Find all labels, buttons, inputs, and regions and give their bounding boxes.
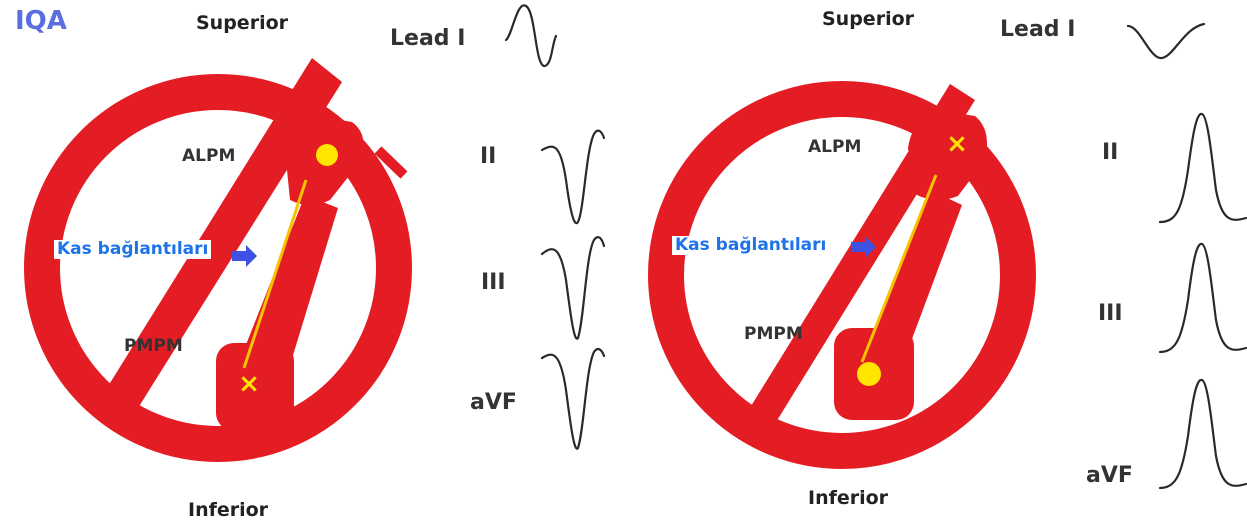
left-lead-i-label: Lead I bbox=[390, 26, 466, 51]
right-superior-label: Superior bbox=[822, 8, 915, 30]
left-muscle-label: Kas bağlantıları bbox=[54, 240, 212, 259]
left-ring bbox=[24, 74, 412, 462]
left-muscle-wire bbox=[242, 179, 308, 369]
right-lead-avf-label: aVF bbox=[1086, 463, 1133, 488]
left-pmpm-x-icon: × bbox=[238, 369, 260, 399]
left-heart-diagram: × bbox=[24, 58, 412, 462]
left-alpm-label: ALPM bbox=[182, 146, 236, 166]
left-lead-avf-label: aVF bbox=[470, 390, 517, 415]
right-alpm-x-icon: × bbox=[946, 129, 968, 159]
right-connector bbox=[868, 190, 962, 355]
left-pmpm-block bbox=[216, 343, 294, 431]
right-pmpm-dot bbox=[857, 362, 881, 386]
left-connector bbox=[240, 195, 338, 365]
left-alpm-dot bbox=[316, 144, 338, 166]
right-lead-ii-wave bbox=[1158, 112, 1247, 224]
left-arrow-icon bbox=[232, 245, 257, 267]
left-septum-band bbox=[92, 58, 342, 424]
left-superior-label: Superior bbox=[196, 12, 289, 34]
right-lead-iii-label: III bbox=[1098, 301, 1123, 326]
right-muscle-label: Kas bağlantıları bbox=[672, 236, 830, 255]
left-waveforms bbox=[504, 4, 606, 450]
right-lead-i-label: Lead I bbox=[1000, 17, 1076, 42]
left-lead-i-wave bbox=[504, 4, 558, 68]
left-lead-ii-label: II bbox=[480, 144, 497, 169]
right-waveforms bbox=[1126, 22, 1247, 490]
right-pmpm-label: PMPM bbox=[744, 324, 803, 344]
right-arrow-icon bbox=[851, 236, 876, 258]
right-avf-wave bbox=[1158, 378, 1247, 490]
diagram-title: IQA bbox=[15, 6, 67, 36]
left-inferior-label: Inferior bbox=[188, 499, 269, 521]
right-ring bbox=[648, 81, 1036, 469]
right-lead-iii-wave bbox=[1158, 242, 1247, 354]
left-avf-wave bbox=[540, 347, 606, 450]
left-pmpm-label: PMPM bbox=[124, 336, 183, 356]
right-muscle-wire bbox=[860, 174, 938, 363]
left-lead-ii-wave bbox=[540, 129, 606, 225]
right-alpm-label: ALPM bbox=[808, 137, 862, 157]
right-heart-diagram: × bbox=[648, 81, 1036, 469]
left-lead-iii-wave bbox=[540, 236, 606, 340]
right-lead-ii-label: II bbox=[1102, 140, 1119, 165]
left-lead-iii-label: III bbox=[481, 270, 506, 295]
right-alpm-block bbox=[908, 110, 988, 201]
right-inferior-label: Inferior bbox=[808, 487, 889, 509]
left-septum-band-upper bbox=[374, 146, 408, 179]
right-lead-i-wave bbox=[1126, 22, 1206, 60]
